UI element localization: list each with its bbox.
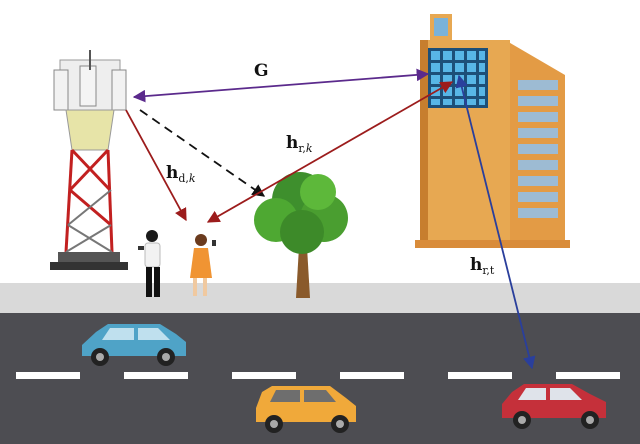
car-red xyxy=(502,384,606,429)
label-h-d-k: hd,k xyxy=(166,163,196,185)
label-G: G xyxy=(254,61,269,81)
link-h-r-k xyxy=(206,81,454,223)
lane-markings xyxy=(16,372,620,379)
link-h-d-k xyxy=(125,109,187,222)
pedestrian-man xyxy=(138,230,161,297)
link-h-r-t xyxy=(455,74,536,370)
base-station-tower xyxy=(50,50,128,270)
car-orange xyxy=(256,386,356,433)
link-sensing-dashed xyxy=(139,109,266,197)
tree xyxy=(254,172,348,298)
link-G xyxy=(132,68,430,103)
ris-panel xyxy=(428,48,488,108)
label-h-r-k: hr,k xyxy=(286,133,313,155)
label-h-r-t: hr,t xyxy=(470,255,495,277)
car-blue xyxy=(82,324,186,366)
pedestrian-woman xyxy=(190,234,216,296)
sidewalk xyxy=(0,283,640,313)
